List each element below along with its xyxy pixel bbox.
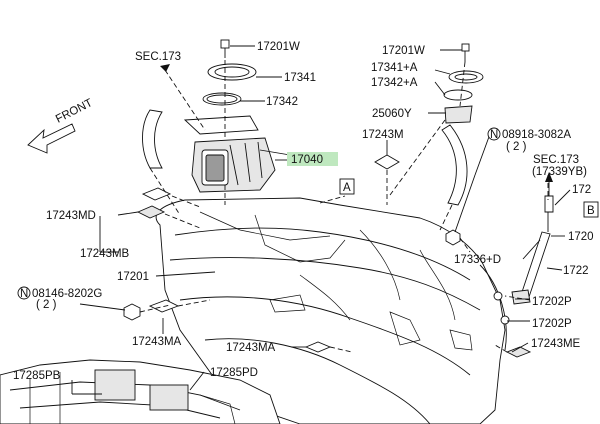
pad-17243md-b <box>141 187 172 201</box>
fuel-pump-assembly <box>183 115 296 193</box>
label-17243mb: 17243MB <box>80 248 130 260</box>
label-17285pd: 17285PD <box>210 367 258 379</box>
highlight-17040 <box>287 152 338 166</box>
label-17243ma-b: 17243MA <box>226 342 276 354</box>
assembly-dashed-lines <box>139 60 549 353</box>
pad-17243m <box>374 154 400 170</box>
svg-text:N: N <box>490 129 498 141</box>
label-17201w-left: 17201W <box>257 41 300 53</box>
label-17202p-a: 17202P <box>532 296 572 308</box>
ref-box-b: B <box>583 201 599 218</box>
callout-labels: SEC.173 17201W 17341 17342 17040 17201W … <box>13 41 594 382</box>
label-08146: 08146-8202G <box>32 288 102 300</box>
pad-17243me <box>505 346 532 358</box>
label-17202p-b: 17202P <box>532 318 572 330</box>
label-08918-qty: ( 2 ) <box>506 141 527 153</box>
label-17342a: 17342+A <box>371 77 418 89</box>
label-17243me: 17243ME <box>531 338 581 350</box>
n-marker-right: N <box>487 127 501 141</box>
label-sec173-top: SEC.173 <box>135 51 181 63</box>
svg-text:N: N <box>20 288 28 300</box>
fuel-level-sender <box>443 43 484 124</box>
leader-lines <box>71 45 571 395</box>
tank-strap-right <box>441 124 468 206</box>
label-1722-right: 1722 <box>563 265 589 277</box>
clip-17202p <box>493 291 510 325</box>
label-17040: 17040 <box>291 154 323 166</box>
ref-box-a: A <box>339 178 355 195</box>
label-17336d: 17336+D <box>454 254 501 266</box>
label-172-right: 172 <box>572 184 591 196</box>
ref-label-b: B <box>587 205 595 217</box>
label-17339y: (17339YB) <box>532 166 587 178</box>
n-marker-left: N <box>17 286 31 300</box>
label-17243ma-a: 17243MA <box>132 336 182 348</box>
label-17341a: 17341+A <box>371 62 418 74</box>
label-17201: 17201 <box>117 271 149 283</box>
nut-08918 <box>445 229 461 246</box>
arrows <box>160 64 553 182</box>
filler-tube <box>511 180 554 305</box>
label-17342: 17342 <box>266 96 298 108</box>
label-17201w-right: 17201W <box>382 45 425 57</box>
label-sec173-right: SEC.173 <box>533 154 579 166</box>
label-17285pb: 17285PB <box>13 370 61 382</box>
label-08918: 08918-3082A <box>502 129 571 141</box>
label-17341: 17341 <box>284 72 316 84</box>
label-08146-qty: ( 2 ) <box>36 299 57 311</box>
pad-17243md <box>136 205 166 219</box>
front-label: FRONT <box>54 97 95 126</box>
ref-label-a: A <box>343 182 351 194</box>
bolt-17201w-left <box>220 39 230 58</box>
crossmember <box>0 359 281 424</box>
label-1720-right: 1720 <box>568 231 594 243</box>
fuel-tank <box>155 197 507 424</box>
label-17243m: 17243M <box>362 129 404 141</box>
tank-strap-left <box>142 109 163 169</box>
nut-08146 <box>123 303 141 321</box>
front-arrow: FRONT <box>27 97 95 154</box>
label-17243md: 17243MD <box>46 210 96 222</box>
label-25060y: 25060Y <box>372 108 412 120</box>
